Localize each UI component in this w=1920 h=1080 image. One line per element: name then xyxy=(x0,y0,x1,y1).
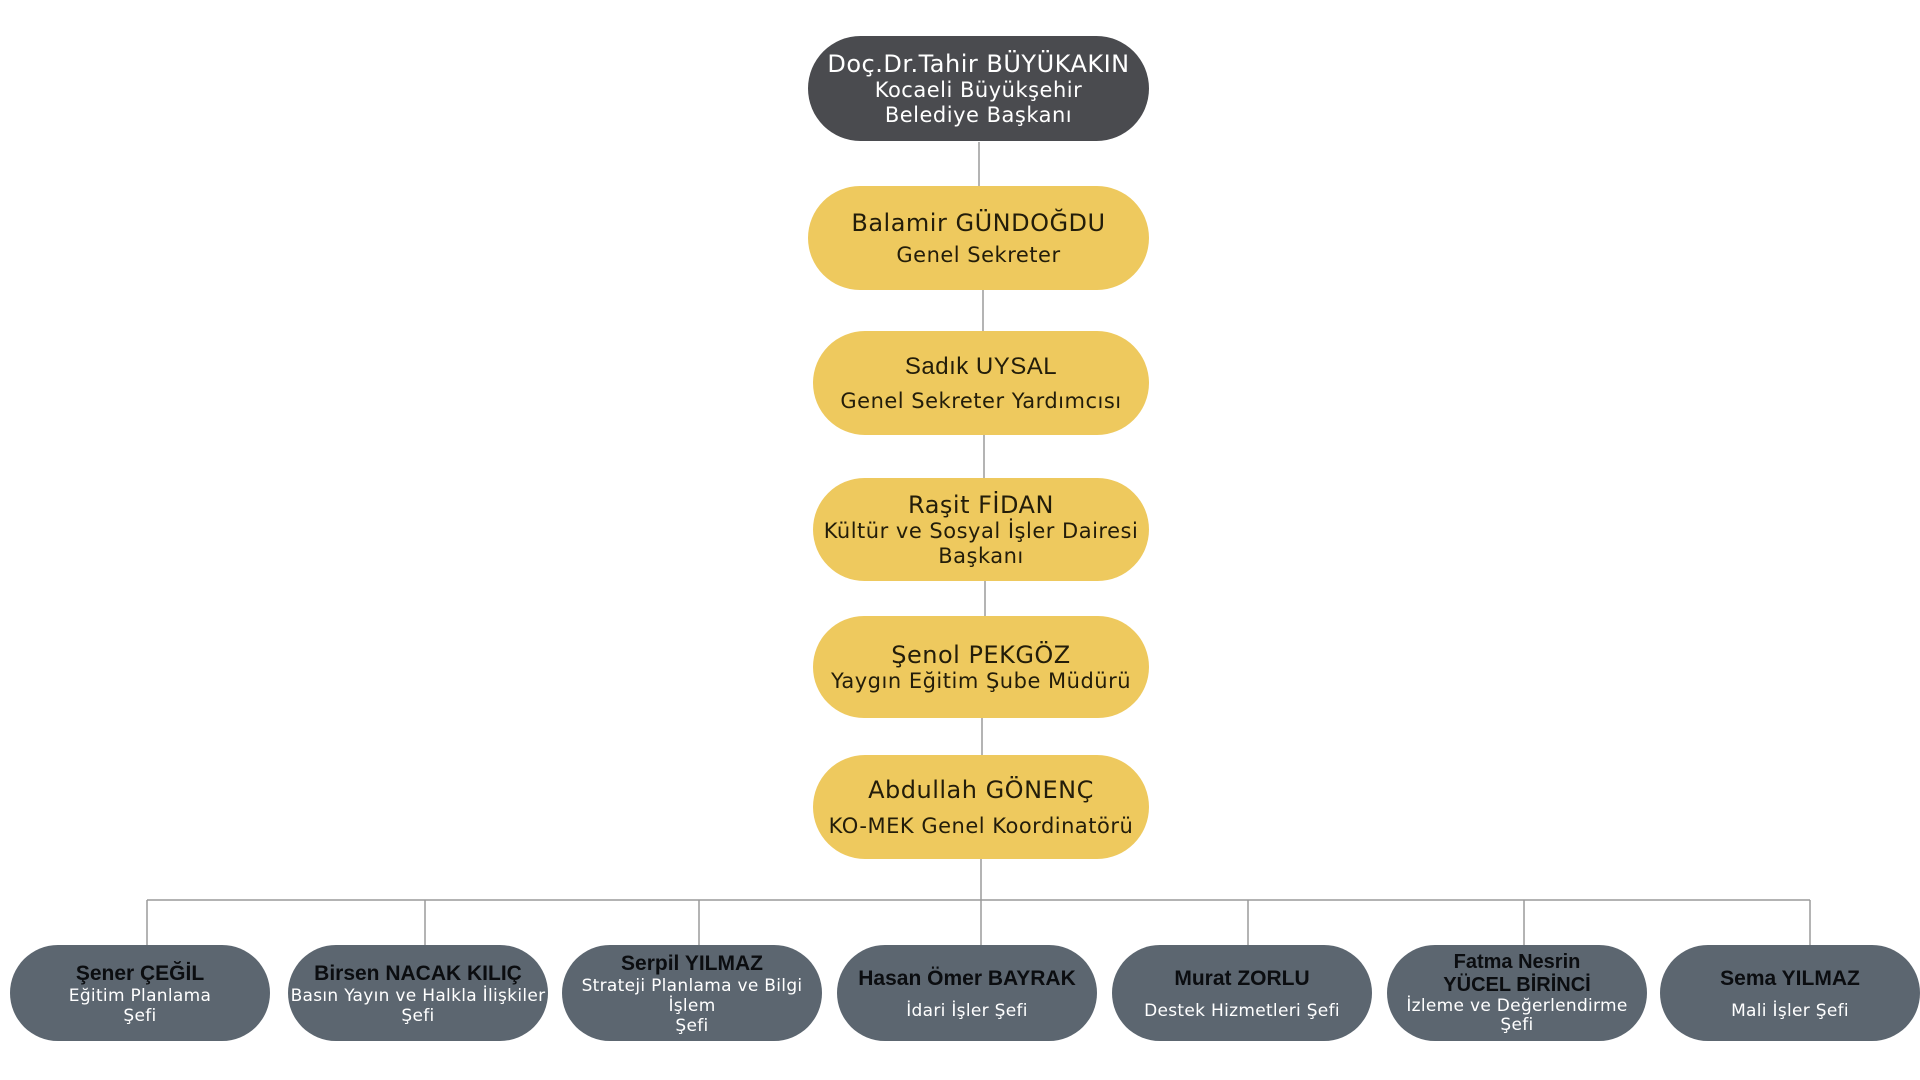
node-role-line: Genel Sekreter xyxy=(896,242,1061,267)
node-name: Hasan Ömer BAYRAK xyxy=(858,966,1076,990)
node-name: Birsen NACAK KILIÇ xyxy=(314,961,522,985)
node-name: Sadık UYSAL xyxy=(904,352,1058,380)
node-general-coordinator: Abdullah GÖNENÇ KO-MEK Genel Koordinatör… xyxy=(813,755,1149,859)
node-name: Abdullah GÖNENÇ xyxy=(868,775,1094,804)
node-role-line: Mali İşler Şefi xyxy=(1731,1000,1849,1021)
node-role-line: İzleme ve Değerlendirme xyxy=(1406,996,1628,1016)
node-branch-director: Şenol PEKGÖZ Yaygın Eğitim Şube Müdürü xyxy=(813,616,1149,718)
node-role-line: Destek Hizmetleri Şefi xyxy=(1144,1000,1340,1021)
node-role-line: Şefi xyxy=(401,1005,435,1026)
node-role-line: Şefi xyxy=(123,1005,157,1026)
node-deputy-secretary: Sadık UYSAL Genel Sekreter Yardımcısı xyxy=(813,331,1149,435)
node-chief-monitoring: Fatma Nesrin YÜCEL BİRİNCİ İzleme ve Değ… xyxy=(1387,945,1647,1041)
node-name: YÜCEL BİRİNCİ xyxy=(1443,974,1591,996)
node-name: Balamir GÜNDOĞDU xyxy=(851,208,1106,237)
node-chief-support: Murat ZORLU Destek Hizmetleri Şefi xyxy=(1112,945,1372,1041)
node-department-head: Raşit FİDAN Kültür ve Sosyal İşler Daire… xyxy=(813,478,1149,581)
node-role-line: Belediye Başkanı xyxy=(884,102,1073,127)
node-role-line: KO-MEK Genel Koordinatörü xyxy=(828,813,1134,838)
node-role-line: Kültür ve Sosyal İşler Dairesi xyxy=(823,518,1139,543)
node-role-line: Eğitim Planlama xyxy=(68,985,212,1006)
node-role-line: Şefi xyxy=(1500,1015,1534,1035)
node-role-line: Strateji Planlama ve Bilgi İşlem xyxy=(581,975,803,1016)
node-chief-strategy-it: Serpil YILMAZ Strateji Planlama ve Bilgi… xyxy=(562,945,822,1041)
node-name: Raşit FİDAN xyxy=(908,490,1054,519)
node-general-secretary: Balamir GÜNDOĞDU Genel Sekreter xyxy=(808,186,1149,290)
node-role-line: Kocaeli Büyükşehir xyxy=(874,77,1083,102)
node-role-line: Şefi xyxy=(675,1015,709,1036)
node-name: Şenol PEKGÖZ xyxy=(891,640,1071,669)
node-role-line: Genel Sekreter Yardımcısı xyxy=(840,388,1122,413)
node-role-line: Başkanı xyxy=(938,543,1024,568)
node-name: Sema YILMAZ xyxy=(1720,966,1860,990)
node-role-line: Yaygın Eğitim Şube Müdürü xyxy=(830,668,1132,693)
node-chief-finance: Sema YILMAZ Mali İşler Şefi xyxy=(1660,945,1920,1041)
node-chief-administrative: Hasan Ömer BAYRAK İdari İşler Şefi xyxy=(837,945,1097,1041)
node-name: Doç.Dr.Tahir BÜYÜKAKIN xyxy=(827,49,1130,78)
node-name: Şener ÇEĞİL xyxy=(75,961,205,985)
node-chief-training-planning: Şener ÇEĞİL Eğitim Planlama Şefi xyxy=(10,945,270,1041)
node-role-line: Basın Yayın ve Halkla İlişkiler xyxy=(290,985,546,1006)
node-mayor: Doç.Dr.Tahir BÜYÜKAKIN Kocaeli Büyükşehi… xyxy=(808,36,1149,141)
node-name: Murat ZORLU xyxy=(1174,966,1310,990)
node-chief-press-relations: Birsen NACAK KILIÇ Basın Yayın ve Halkla… xyxy=(288,945,548,1041)
node-name: Serpil YILMAZ xyxy=(621,951,763,975)
node-role-line: İdari İşler Şefi xyxy=(906,1000,1028,1021)
node-name: Fatma Nesrin xyxy=(1453,951,1581,973)
